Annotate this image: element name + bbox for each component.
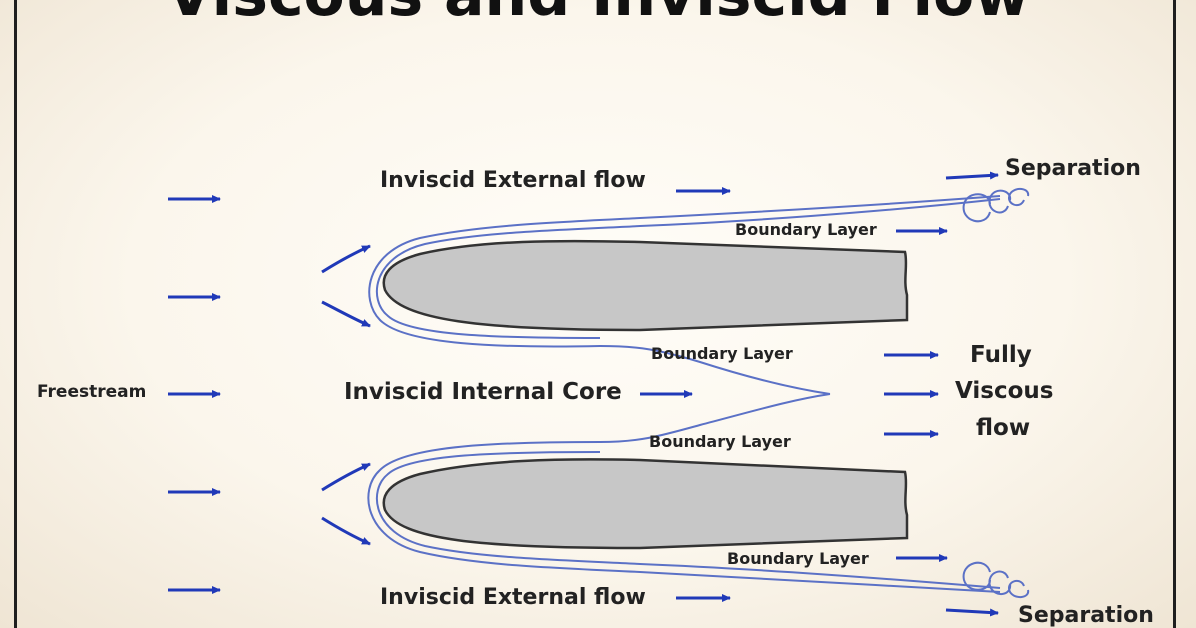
label-boundary-layer-mid-upper: Boundary Layer: [651, 344, 793, 363]
streamline-upper-outer: [368, 195, 1001, 395]
deflect-arrow-upper-up: [321, 244, 371, 274]
label-viscous: Viscous: [955, 378, 1054, 404]
diagram-title: Viscous and Inviscid Flow: [0, 0, 1196, 30]
separation-swirl-top: [962, 188, 1030, 223]
label-boundary-layer-mid-lower: Boundary Layer: [649, 432, 791, 451]
streamline-upper-inner: [375, 198, 1001, 339]
label-separation-top: Separation: [1005, 156, 1141, 181]
label-separation-bottom: Separation: [1018, 603, 1154, 628]
deflect-arrow-lower-up: [321, 462, 371, 492]
deflect-arrow-lower-down: [321, 516, 371, 546]
separation-arrow-top: [945, 171, 999, 180]
label-fully: Fully: [970, 342, 1032, 368]
label-inviscid-external-top: Inviscid External flow: [380, 168, 646, 193]
streamline-lower-inner: [375, 451, 1001, 589]
streamline-lower-outer: [367, 393, 1001, 593]
label-boundary-layer-bottom: Boundary Layer: [727, 549, 869, 568]
separation-swirl-bottom: [962, 561, 1030, 598]
label-flow: flow: [976, 415, 1031, 441]
separation-arrow-bottom: [945, 608, 999, 617]
label-inviscid-internal-core: Inviscid Internal Core: [344, 379, 622, 405]
label-boundary-layer-top: Boundary Layer: [735, 220, 877, 239]
label-freestream: Freestream: [37, 382, 147, 402]
upper-body: [382, 239, 909, 332]
label-inviscid-external-bottom: Inviscid External flow: [380, 585, 646, 610]
diagram-frame: [14, 0, 1176, 628]
lower-body: [382, 458, 909, 550]
deflect-arrow-upper-down: [321, 300, 371, 328]
